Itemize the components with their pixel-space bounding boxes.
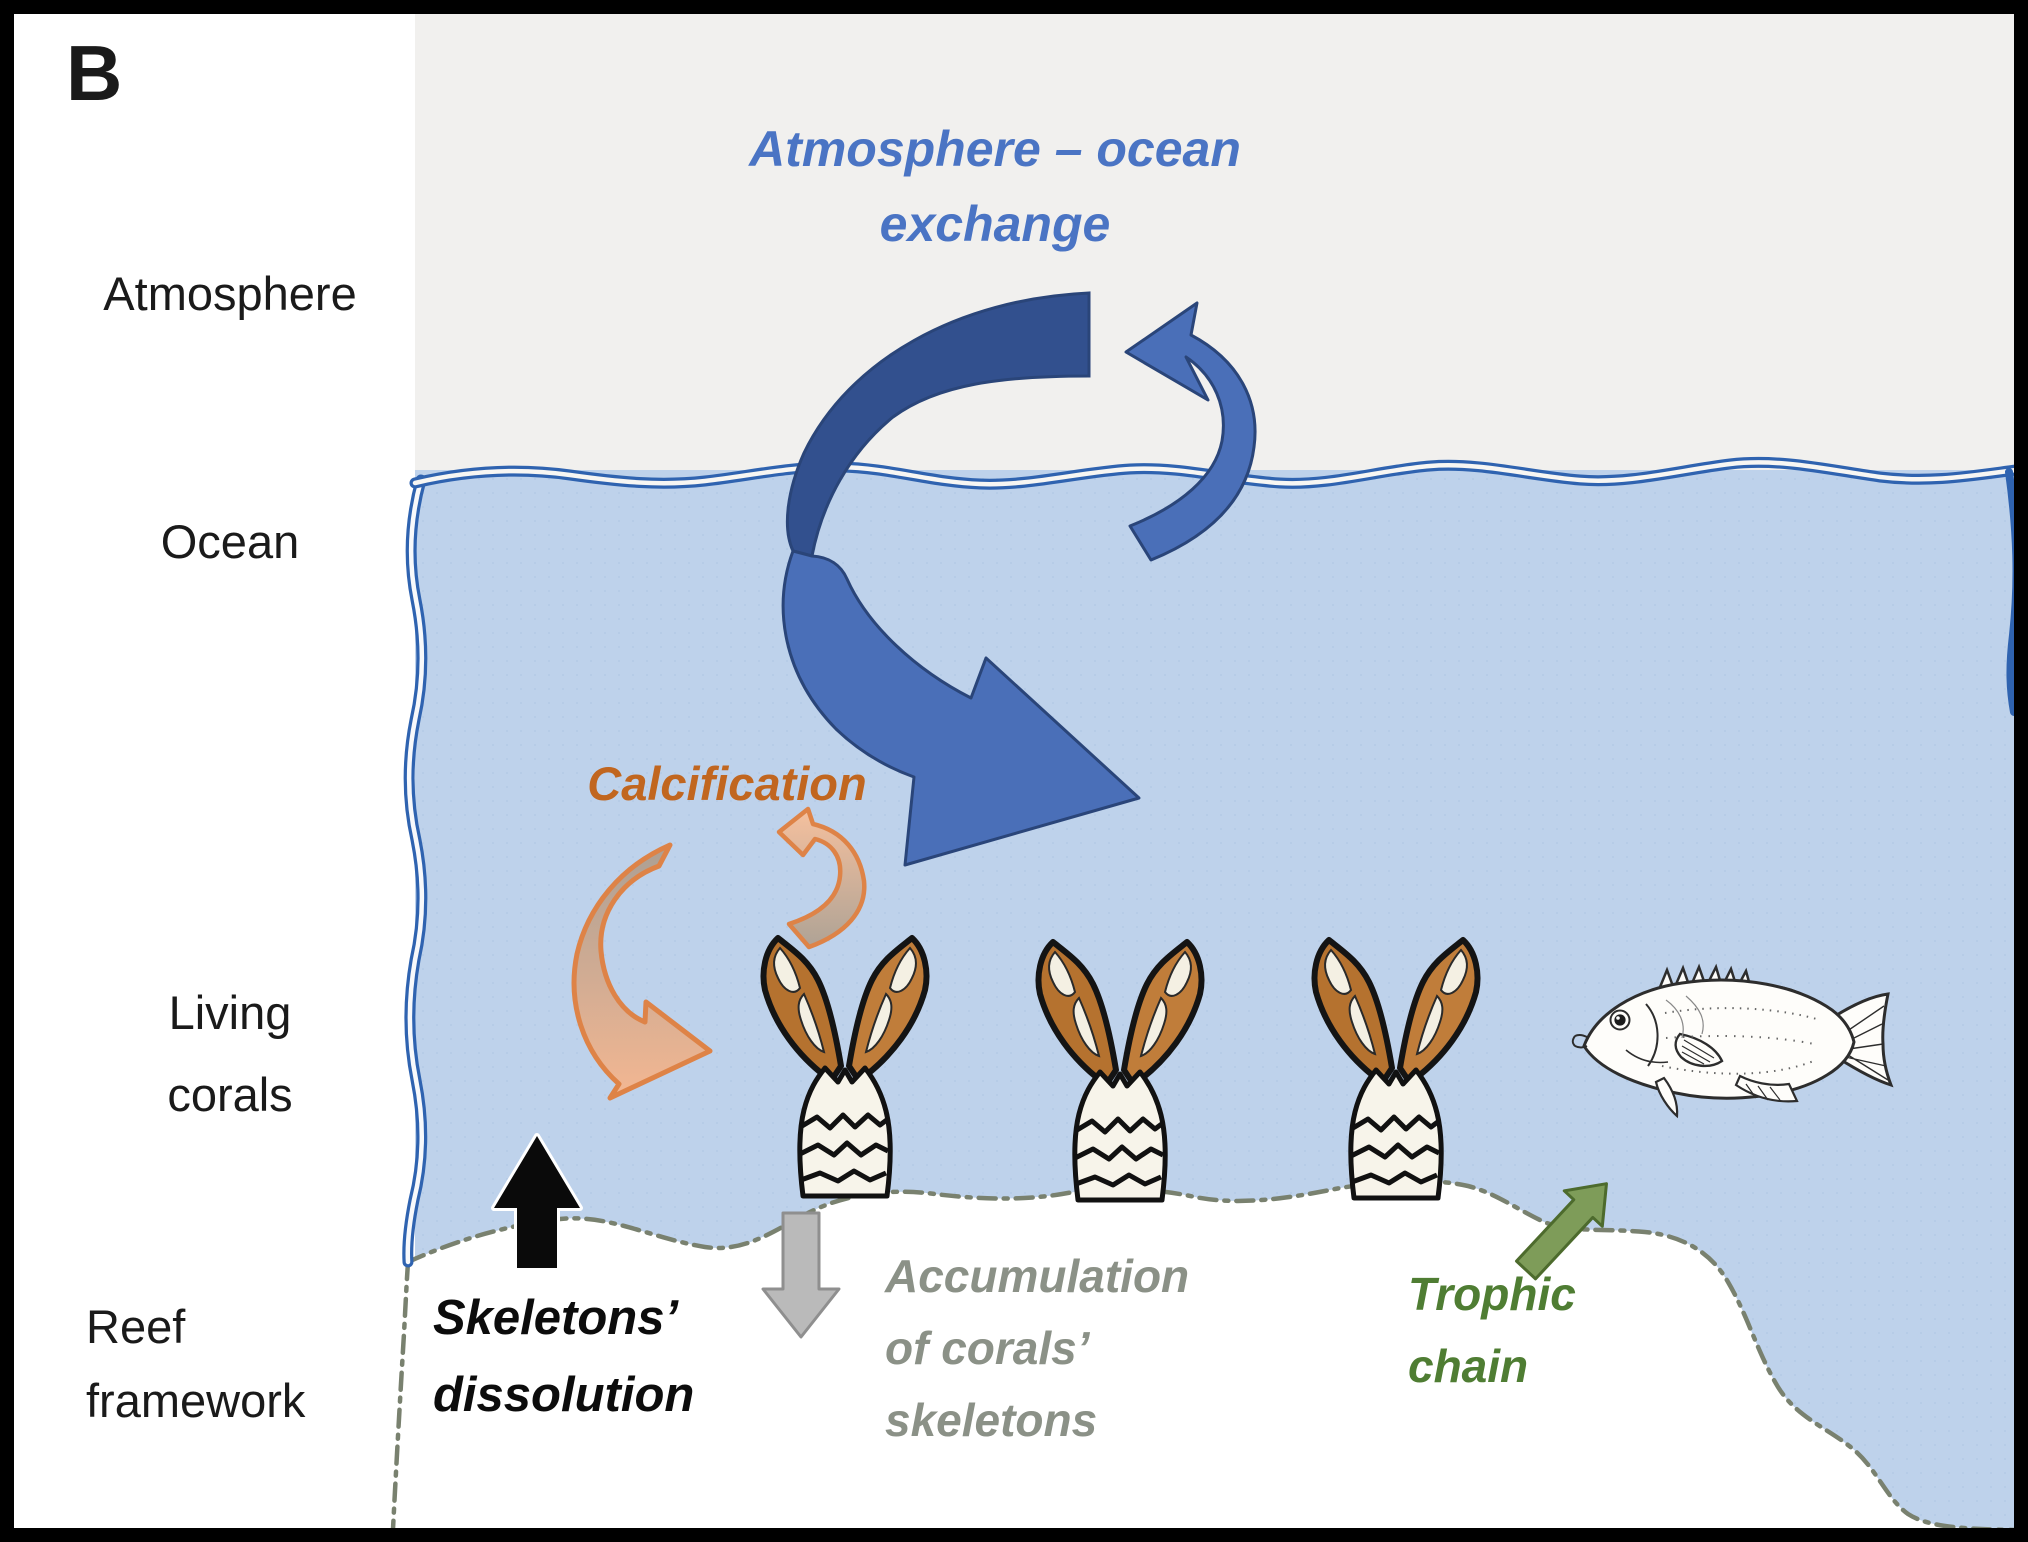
reef-framework-line2: framework: [86, 1374, 306, 1427]
dissolution-line2: dissolution: [433, 1368, 695, 1422]
trophic-chain-arrow-icon: [1514, 1182, 1608, 1281]
zone-label-atmosphere: Atmosphere: [103, 267, 357, 320]
accumulation-arrow-icon: [761, 1211, 841, 1339]
exchange-line2: exchange: [879, 196, 1111, 252]
zone-label-ocean: Ocean: [160, 515, 300, 568]
process-label-trophic-chain: Trophic chain: [1408, 1258, 1576, 1402]
trophic-line2: chain: [1408, 1340, 1529, 1392]
living-corals-line2: corals: [167, 1068, 293, 1121]
calcification-up-arrow-icon: [776, 806, 867, 950]
dissolution-line1: Skeletons’: [433, 1291, 679, 1345]
reef-framework-line1: Reef: [86, 1300, 186, 1353]
accumulation-line1: Accumulation: [885, 1250, 1190, 1302]
process-label-skeletons-dissolution: Skeletons’ dissolution: [433, 1280, 694, 1434]
reef-boundary-line: [390, 1178, 2018, 1533]
zone-label-reef-framework: Reef framework: [86, 1290, 305, 1438]
process-label-calcification: Calcification: [587, 757, 867, 810]
accumulation-line3: skeletons: [885, 1394, 1098, 1446]
air-sea-exchange-down-arrow-icon: [781, 291, 1141, 867]
zone-label-living-corals: Living corals: [30, 972, 430, 1136]
atmosphere-region: [415, 13, 2015, 478]
panel-letter: B: [66, 29, 123, 117]
skeletons-dissolution-arrow-icon: [491, 1133, 583, 1271]
process-label-accumulation-of-corals-skeletons: Accumulation of corals’ skeletons: [885, 1240, 1189, 1456]
exchange-line1: Atmosphere – ocean: [749, 121, 1241, 177]
living-corals-line1: Living: [168, 986, 292, 1039]
ocean-left-border: [402, 474, 428, 1268]
accumulation-line2: of corals’: [885, 1322, 1090, 1374]
calcification-down-arrow-icon: [571, 842, 713, 1101]
trophic-line1: Trophic: [1408, 1268, 1576, 1320]
process-label-atmosphere-ocean-exchange: Atmosphere – ocean exchange: [715, 112, 1275, 262]
air-sea-exchange-up-arrow-icon: [1124, 301, 1257, 562]
